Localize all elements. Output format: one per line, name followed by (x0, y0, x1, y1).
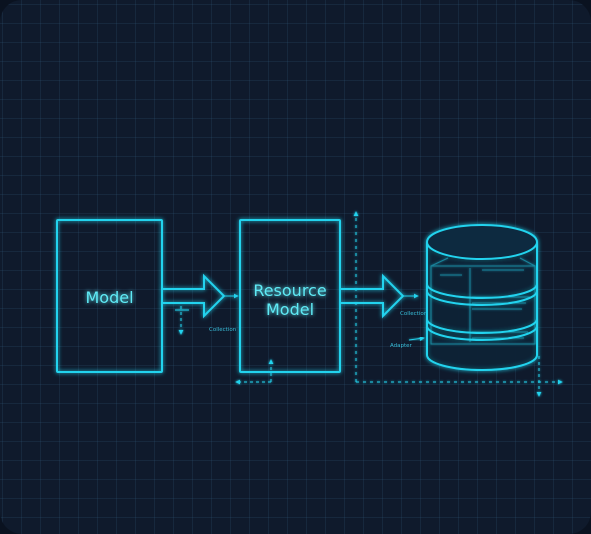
dashed-cue-model (175, 306, 189, 335)
arrow-model-to-resource (162, 273, 239, 319)
wireframe-front (430, 265, 536, 345)
dashed-cue-resource (235, 359, 274, 385)
model-node: Model (56, 219, 163, 373)
resource-model-box (239, 219, 341, 373)
resource-model-label-line1: Resource (253, 281, 326, 300)
wireframe-edge-2 (519, 257, 536, 267)
collection-label-right: Collection (400, 311, 428, 317)
resource-model-label-line2: Model (266, 300, 314, 319)
arrow-shape-2 (341, 273, 405, 319)
resource-model-node: Resource Model (239, 219, 341, 373)
database-band-2 (426, 318, 538, 334)
database-inner-wireframe (430, 257, 536, 345)
model-box (56, 219, 163, 373)
database-top-lid (426, 224, 538, 260)
arrow-resource-to-database (341, 273, 419, 319)
model-label: Model (85, 288, 133, 307)
adapter-pointer (408, 336, 425, 342)
collection-label-left: Collection (209, 327, 237, 333)
database-bottom-rim (426, 354, 538, 371)
database-band-1 (426, 283, 538, 299)
database-body-fill (427, 242, 537, 370)
axis-guides (353, 211, 563, 397)
wireframe-edge-1 (430, 257, 449, 267)
database-band-1b (426, 290, 538, 306)
adapter-label: Adapter (390, 343, 413, 349)
database-band-2b (426, 325, 538, 341)
arrow-shape-1 (162, 273, 226, 319)
